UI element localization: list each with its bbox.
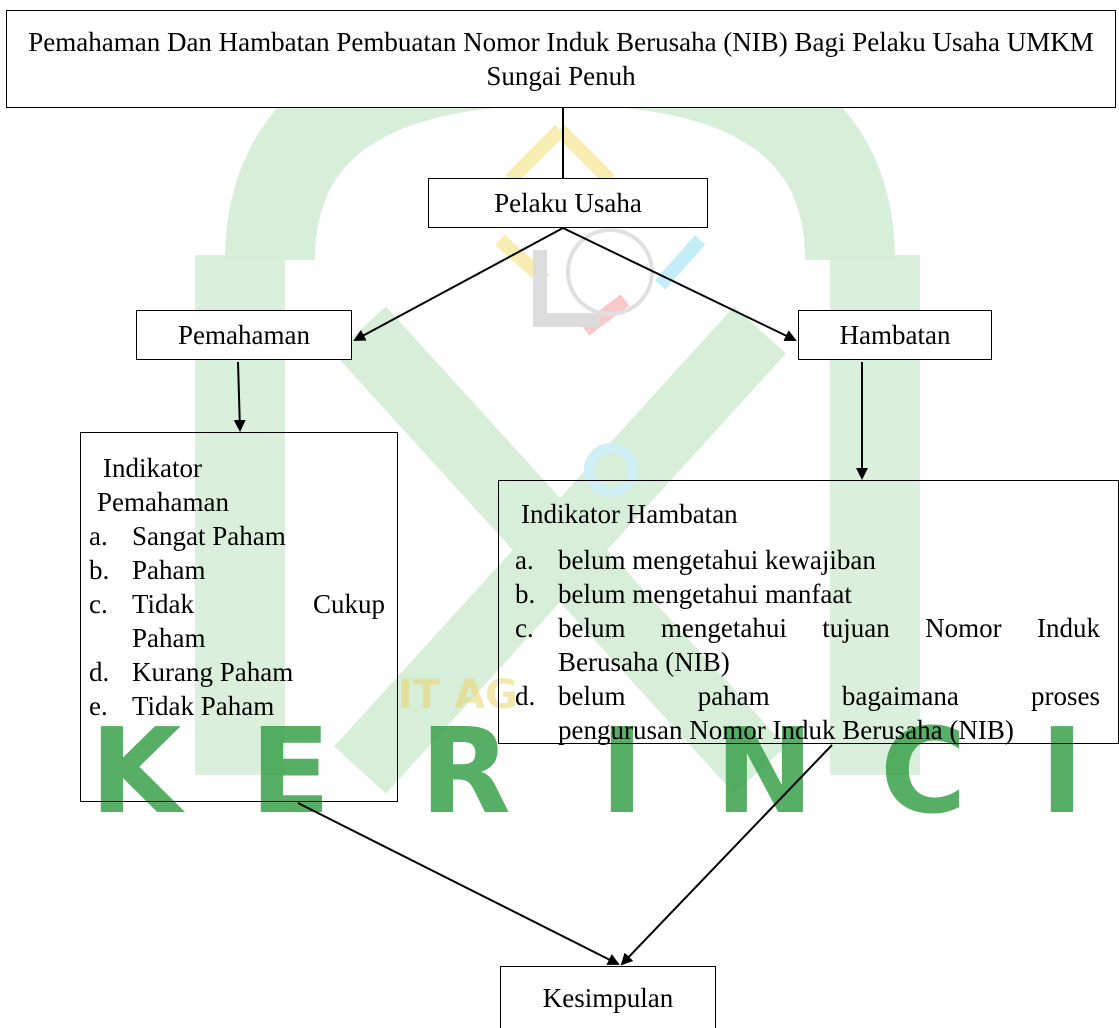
- list-item-text-line1: Tidak Cukup: [132, 589, 385, 619]
- list-item: b. belum mengetahui manfaat: [515, 577, 1100, 611]
- kesimpulan-box: Kesimpulan: [500, 966, 716, 1028]
- arrow-indpem-to-kesimpulan: [297, 802, 620, 965]
- arrow-pemahaman-to-indikator: [233, 361, 246, 432]
- list-item: b. Paham: [89, 553, 385, 587]
- list-item: d. Kurang Paham: [89, 655, 385, 689]
- list-item: a. Sangat Paham: [89, 519, 385, 553]
- list-item-text: Sangat Paham: [132, 521, 286, 551]
- list-item-text: Kurang Paham: [132, 657, 294, 687]
- list-item-text: belum mengetahui kewajiban: [558, 545, 876, 575]
- list-item-text-line2: Paham: [132, 623, 206, 653]
- list-item-text-line1: belum paham bagaimana proses: [558, 681, 1100, 711]
- list-marker: b.: [89, 555, 110, 585]
- pelaku-usaha-label: Pelaku Usaha: [494, 188, 642, 218]
- arrow-pelaku-to-pemahaman: [353, 227, 564, 341]
- list-marker: c.: [89, 589, 108, 619]
- indikator-hambatan-box: Indikator Hambatan a. belum mengetahui k…: [498, 480, 1119, 747]
- list-item-text-line2: Berusaha (NIB): [558, 647, 730, 677]
- indikator-pemahaman-list: a. Sangat Paham b. Paham c. Tidak Cukup …: [89, 519, 385, 723]
- list-marker: a.: [515, 545, 534, 575]
- indikator-pemahaman-heading-1: Indikator: [103, 453, 202, 483]
- svg-text:N: N: [715, 702, 814, 840]
- list-item: e. Tidak Paham: [89, 689, 385, 723]
- indikator-hambatan-heading: Indikator Hambatan: [521, 499, 738, 529]
- list-marker: e.: [89, 691, 108, 721]
- pemahaman-box: Pemahaman: [136, 310, 352, 360]
- arrow-pelaku-to-hambatan: [562, 227, 797, 342]
- diagram-title: Pemahaman Dan Hambatan Pembuatan Nomor I…: [28, 27, 1094, 91]
- svg-text:R: R: [420, 702, 511, 840]
- svg-text:IT AG: IT AG: [398, 672, 518, 718]
- list-item: d. belum paham bagaimana proses pengurus…: [515, 679, 1100, 747]
- list-item-text: Paham: [132, 555, 206, 585]
- indikator-pemahaman-heading-2: Pemahaman: [97, 487, 229, 517]
- list-marker: b.: [515, 579, 536, 609]
- svg-text:E: E: [250, 702, 331, 840]
- list-marker: d.: [515, 681, 536, 711]
- list-item-text: Tidak Paham: [132, 691, 275, 721]
- list-marker: d.: [89, 657, 110, 687]
- kesimpulan-label: Kesimpulan: [542, 982, 674, 1013]
- title-box: Pemahaman Dan Hambatan Pembuatan Nomor I…: [6, 10, 1116, 108]
- arrow-indham-to-kesimpulan: [620, 744, 833, 966]
- list-item-text-line1: belum mengetahui tujuan Nomor Induk: [558, 613, 1100, 643]
- hambatan-box: Hambatan: [798, 310, 992, 360]
- list-marker: a.: [89, 521, 108, 551]
- list-marker: c.: [515, 613, 534, 643]
- list-item-text-line2: pengurusan Nomor Induk Berusaha (NIB): [558, 715, 1014, 745]
- list-item: c. belum mengetahui tujuan Nomor Induk B…: [515, 611, 1100, 679]
- hambatan-label: Hambatan: [839, 320, 951, 350]
- indikator-hambatan-list: a. belum mengetahui kewajiban b. belum m…: [515, 543, 1100, 747]
- watermark-letter-k: K: [90, 702, 186, 840]
- svg-text:C: C: [880, 702, 967, 840]
- pemahaman-label: Pemahaman: [178, 320, 310, 350]
- pelaku-usaha-box: Pelaku Usaha: [428, 178, 708, 228]
- list-item-text: belum mengetahui manfaat: [558, 579, 852, 609]
- svg-text:I: I: [600, 702, 644, 840]
- indikator-pemahaman-box: Indikator Pemahaman a. Sangat Paham b. P…: [80, 432, 398, 802]
- svg-text:I: I: [1040, 702, 1084, 840]
- list-item: a. belum mengetahui kewajiban: [515, 543, 1100, 577]
- list-item: c. Tidak Cukup Paham: [89, 587, 385, 655]
